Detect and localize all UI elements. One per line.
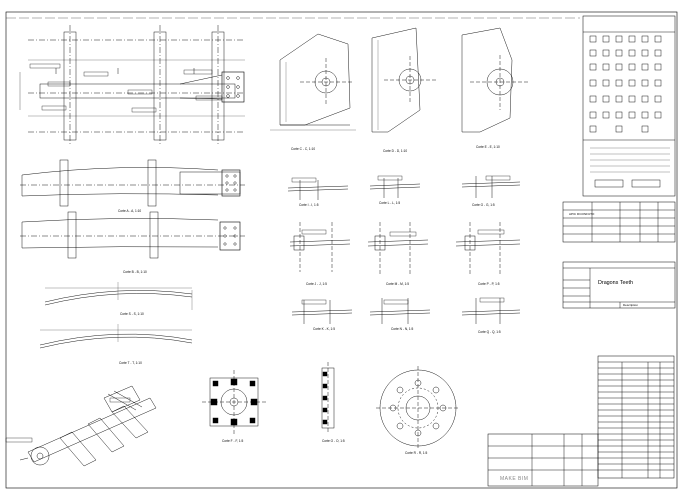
watermark-text: MAKE BIM — [500, 476, 529, 482]
section-label-t-t: Corte T - T, 1:10 — [119, 361, 142, 365]
section-o-o-drawing — [321, 362, 335, 434]
section-label-l-l: Corte L - L, 1:5 — [379, 201, 401, 205]
section-label-a-a: Corte A - A, 1:10 — [118, 209, 142, 213]
section-label-c-c: Corte C - C, 1:10 — [291, 147, 316, 151]
client-name: APIC IFCONFUTO — [569, 212, 595, 216]
section-label-q-q: Corte Q - Q, 1:5 — [478, 330, 501, 334]
bill-of-materials — [597, 355, 675, 479]
isometric-view — [19, 385, 157, 467]
section-c-c-drawing — [270, 33, 356, 131]
section-f-f-drawing — [202, 370, 266, 434]
section-label-g-g: Corte G - G, 1:5 — [472, 203, 495, 207]
revision-table — [562, 201, 676, 243]
notes-panel — [582, 15, 676, 197]
section-label-n-n: Corte N - N, 1:5 — [391, 327, 414, 331]
detail-sections — [287, 176, 521, 324]
section-r-r-drawing — [376, 366, 460, 450]
section-label-m-m: Corte M - M, 1:5 — [386, 282, 410, 286]
section-label-p-p: Corte P - P, 1:5 — [478, 282, 500, 286]
title-block — [562, 261, 676, 309]
section-b-b-drawing — [20, 211, 245, 259]
plan-view — [19, 25, 245, 145]
section-label-r-r: Corte R - R, 1:5 — [405, 451, 428, 455]
sheet-border — [5, 11, 678, 489]
section-d-d-drawing — [371, 27, 436, 133]
section-label-b-b: Corte B - B, 1:10 — [123, 270, 147, 274]
section-label-j-j: Corte J - J, 1:5 — [306, 282, 327, 286]
section-label-s-s: Corte S - S, 1:10 — [120, 312, 144, 316]
annotation-tags — [5, 63, 511, 443]
section-label-d-d: Corte D - D, 1:10 — [383, 149, 408, 153]
section-t-t-drawing — [39, 324, 193, 349]
section-label-e-e: Corte E - E, 1:10 — [476, 145, 500, 149]
section-label-k-k: Corte K - K, 1:5 — [313, 327, 335, 331]
section-a-a-drawing — [20, 159, 245, 207]
revision-description-header: Description — [623, 303, 639, 307]
drawing-title: Dragons Teeth — [598, 280, 633, 286]
section-e-e-drawing — [461, 27, 528, 133]
bottom-title-strip — [487, 433, 599, 487]
section-label-i-i: Corte I - I, 1:5 — [299, 203, 319, 207]
section-label-o-o: Corte O - O, 1:5 — [322, 439, 345, 443]
section-s-s-drawing — [44, 282, 193, 310]
section-label-f-f: Corte F - F, 1:5 — [222, 439, 244, 443]
